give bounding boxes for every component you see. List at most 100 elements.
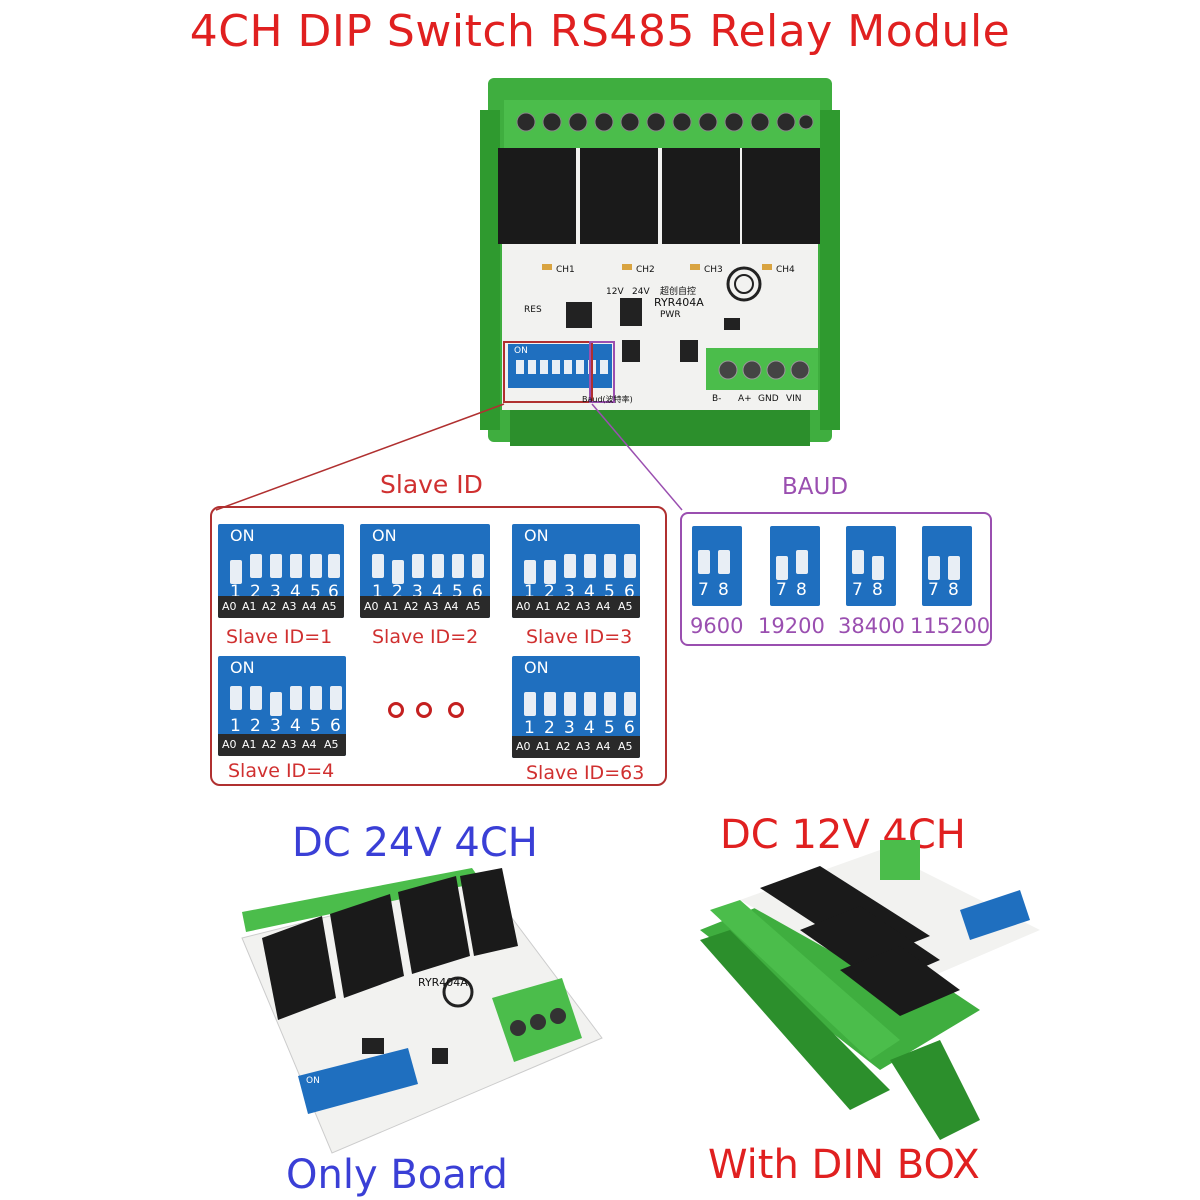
dip-num: 2	[544, 582, 555, 602]
dip-num: 1	[524, 582, 535, 602]
addr-label: A2	[404, 600, 419, 613]
dip-on-label: ON	[524, 526, 549, 545]
dip-num: 7	[776, 580, 787, 600]
caption-with-din-box: With DIN BOX	[708, 1142, 980, 1188]
addr-label: A0	[222, 738, 237, 751]
dip-num: 2	[392, 582, 403, 602]
addr-label: A5	[466, 600, 481, 613]
addr-label: A5	[322, 600, 337, 613]
dip-num: 8	[718, 580, 729, 600]
addr-label: A0	[222, 600, 237, 613]
dip-image-baud-9600: 7 8	[692, 526, 742, 606]
addr-label: A4	[302, 600, 317, 613]
addr-label: A2	[556, 740, 571, 753]
caption-slave-2: Slave ID=2	[372, 626, 479, 648]
addr-label: A4	[596, 600, 611, 613]
caption-slave-63: Slave ID=63	[526, 762, 645, 784]
dip-num: 7	[698, 580, 709, 600]
dip-num: 2	[250, 582, 261, 602]
addr-label: A0	[516, 600, 531, 613]
addr-label: A3	[576, 600, 591, 613]
board-terminal-b: B-	[712, 394, 722, 404]
slave-id-title: Slave ID	[380, 470, 483, 499]
board-only-dip-on: ON	[306, 1076, 320, 1086]
dip-num: 1	[230, 716, 241, 736]
addr-label: A5	[618, 600, 633, 613]
dip-num: 7	[928, 580, 939, 600]
board-dip-on: ON	[514, 346, 528, 356]
board-ch1-label: CH1	[556, 265, 575, 275]
board-ch4-label: CH4	[776, 265, 795, 275]
baud-rate-19200: 19200	[758, 614, 825, 638]
board-terminal-gnd: GND	[758, 394, 779, 404]
board-12v-label: 12V	[606, 287, 624, 297]
dip-num: 5	[604, 582, 615, 602]
slave-id-frame	[210, 506, 667, 786]
dip-num: 2	[544, 718, 555, 738]
addr-label: A2	[262, 738, 277, 751]
addr-label: A1	[242, 738, 257, 751]
addr-label: A3	[282, 600, 297, 613]
addr-label: A2	[262, 600, 277, 613]
page-title: 4CH DIP Switch RS485 Relay Module	[189, 6, 1011, 57]
dip-num: 5	[310, 582, 321, 602]
dip-image-baud-38400: 7 8	[846, 526, 896, 606]
dip-num: 6	[624, 718, 635, 738]
din-box-photo	[680, 840, 1060, 1140]
dip-num: 1	[524, 718, 535, 738]
dip-num: 5	[604, 718, 615, 738]
board-terminal-vin: VIN	[786, 394, 802, 404]
addr-label: A1	[384, 600, 399, 613]
dip-num: 8	[948, 580, 959, 600]
dip-num: 5	[452, 582, 463, 602]
addr-label: A1	[536, 600, 551, 613]
dip-num: 6	[624, 582, 635, 602]
addr-label: A3	[424, 600, 439, 613]
board-chinese-brand: 超创自控	[660, 287, 697, 297]
dip-num: 3	[270, 716, 281, 736]
dip-num: 1	[372, 582, 383, 602]
dip-num: 4	[290, 582, 301, 602]
dip-num: 7	[852, 580, 863, 600]
caption-only-board: Only Board	[286, 1152, 508, 1198]
board-pwr-label: PWR	[660, 310, 681, 320]
dip-num: 3	[412, 582, 423, 602]
addr-label: A4	[444, 600, 459, 613]
ellipsis-dot	[416, 702, 432, 718]
dip-num: 3	[564, 718, 575, 738]
board-baud-label: Baud(波特率)	[582, 395, 633, 404]
dip-num: 4	[290, 716, 301, 736]
ellipsis-dot	[448, 702, 464, 718]
baud-rate-115200: 115200	[910, 614, 991, 638]
addr-label: A1	[242, 600, 257, 613]
board-ch3-label: CH3	[704, 265, 723, 275]
heading-dc12v-4ch: DC 12V 4CH	[720, 812, 966, 858]
dip-num: 4	[432, 582, 443, 602]
dip-num: 6	[328, 582, 339, 602]
addr-label: A3	[282, 738, 297, 751]
caption-slave-1: Slave ID=1	[226, 626, 333, 648]
addr-label: A1	[536, 740, 551, 753]
addr-label: A2	[556, 600, 571, 613]
addr-label: A4	[302, 738, 317, 751]
addr-label: A3	[576, 740, 591, 753]
dip-image-baud-115200: 7 8	[922, 526, 972, 606]
dip-num: 8	[872, 580, 883, 600]
dip-image-baud-19200: 7 8	[770, 526, 820, 606]
board-reset-label: RES	[524, 305, 542, 315]
dip-num: 1	[230, 582, 241, 602]
dip-on-label: ON	[230, 526, 255, 545]
addr-label: A5	[618, 740, 633, 753]
dip-num: 4	[584, 718, 595, 738]
baud-rate-38400: 38400	[838, 614, 905, 638]
dip-on-label: ON	[372, 526, 397, 545]
dip-num: 8	[796, 580, 807, 600]
caption-slave-4: Slave ID=4	[228, 760, 335, 782]
heading-dc24v-4ch: DC 24V 4CH	[292, 820, 538, 866]
baud-rate-9600: 9600	[690, 614, 744, 638]
dip-num: 6	[330, 716, 341, 736]
addr-label: A5	[324, 738, 339, 751]
